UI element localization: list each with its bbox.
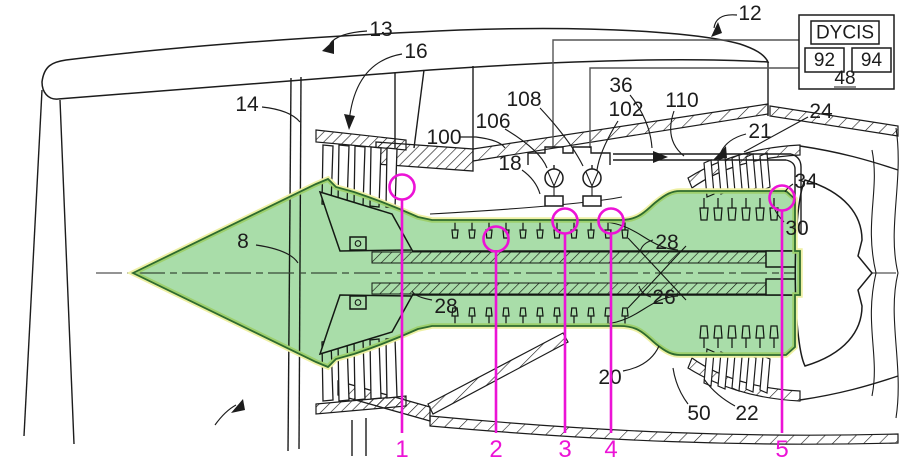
label-36: 36 — [609, 74, 632, 97]
station-number-4: 4 — [604, 436, 617, 460]
label-18: 18 — [498, 152, 521, 175]
station-number-1: 1 — [395, 436, 408, 460]
label-8: 8 — [237, 230, 249, 253]
label-24: 24 — [809, 100, 833, 123]
fan-blades — [315, 129, 407, 415]
dycis-controller-48: 48 — [834, 68, 855, 89]
bypass-duct-struts — [394, 66, 474, 150]
station-circle-5 — [768, 184, 796, 212]
flow-direction-arrow-icon — [653, 151, 668, 163]
valve-icon — [544, 168, 564, 188]
label-21: 21 — [748, 120, 771, 143]
station-circle-2 — [482, 225, 510, 253]
label-50: 50 — [687, 402, 710, 425]
label-12: 12 — [738, 2, 761, 25]
part-labels: 8 12 13 14 16 18 20 21 22 24 26 28 28 30… — [235, 2, 833, 425]
label-30: 30 — [785, 217, 808, 240]
valve-icon — [582, 168, 602, 188]
bleed-valve-assembly — [527, 146, 802, 233]
label-100: 100 — [426, 126, 461, 149]
label-22: 22 — [735, 402, 758, 425]
part-leaders — [255, 14, 809, 407]
station-circle-4 — [597, 207, 625, 235]
label-102: 102 — [608, 98, 643, 121]
station-circle-3 — [551, 207, 579, 235]
dycis-sensor-92: 92 — [814, 50, 835, 71]
station-number-5: 5 — [775, 436, 788, 460]
flow-arrow — [214, 399, 245, 426]
station-number-3: 3 — [558, 436, 571, 460]
core-flow-highlight — [126, 175, 803, 371]
dycis-sensor-94: 94 — [861, 50, 883, 71]
label-26: 26 — [652, 286, 675, 309]
bleed-pipe — [613, 153, 791, 161]
label-108: 108 — [506, 88, 541, 111]
dycis-title: DYCIS — [816, 23, 874, 44]
dycis-wiring — [552, 39, 799, 148]
label-13: 13 — [369, 18, 392, 41]
label-34: 34 — [794, 170, 818, 193]
station-callouts: 1 2 3 4 5 — [388, 173, 796, 460]
label-16: 16 — [404, 40, 427, 63]
label-106: 106 — [475, 110, 510, 133]
dycis-controller-box: DYCIS 92 94 48 — [798, 14, 895, 90]
label-28-left: 28 — [434, 295, 457, 318]
station-circle-1 — [388, 173, 416, 201]
label-110: 110 — [665, 89, 698, 112]
station-number-2: 2 — [489, 436, 502, 460]
label-14: 14 — [235, 93, 259, 116]
label-28-right: 28 — [655, 231, 678, 254]
